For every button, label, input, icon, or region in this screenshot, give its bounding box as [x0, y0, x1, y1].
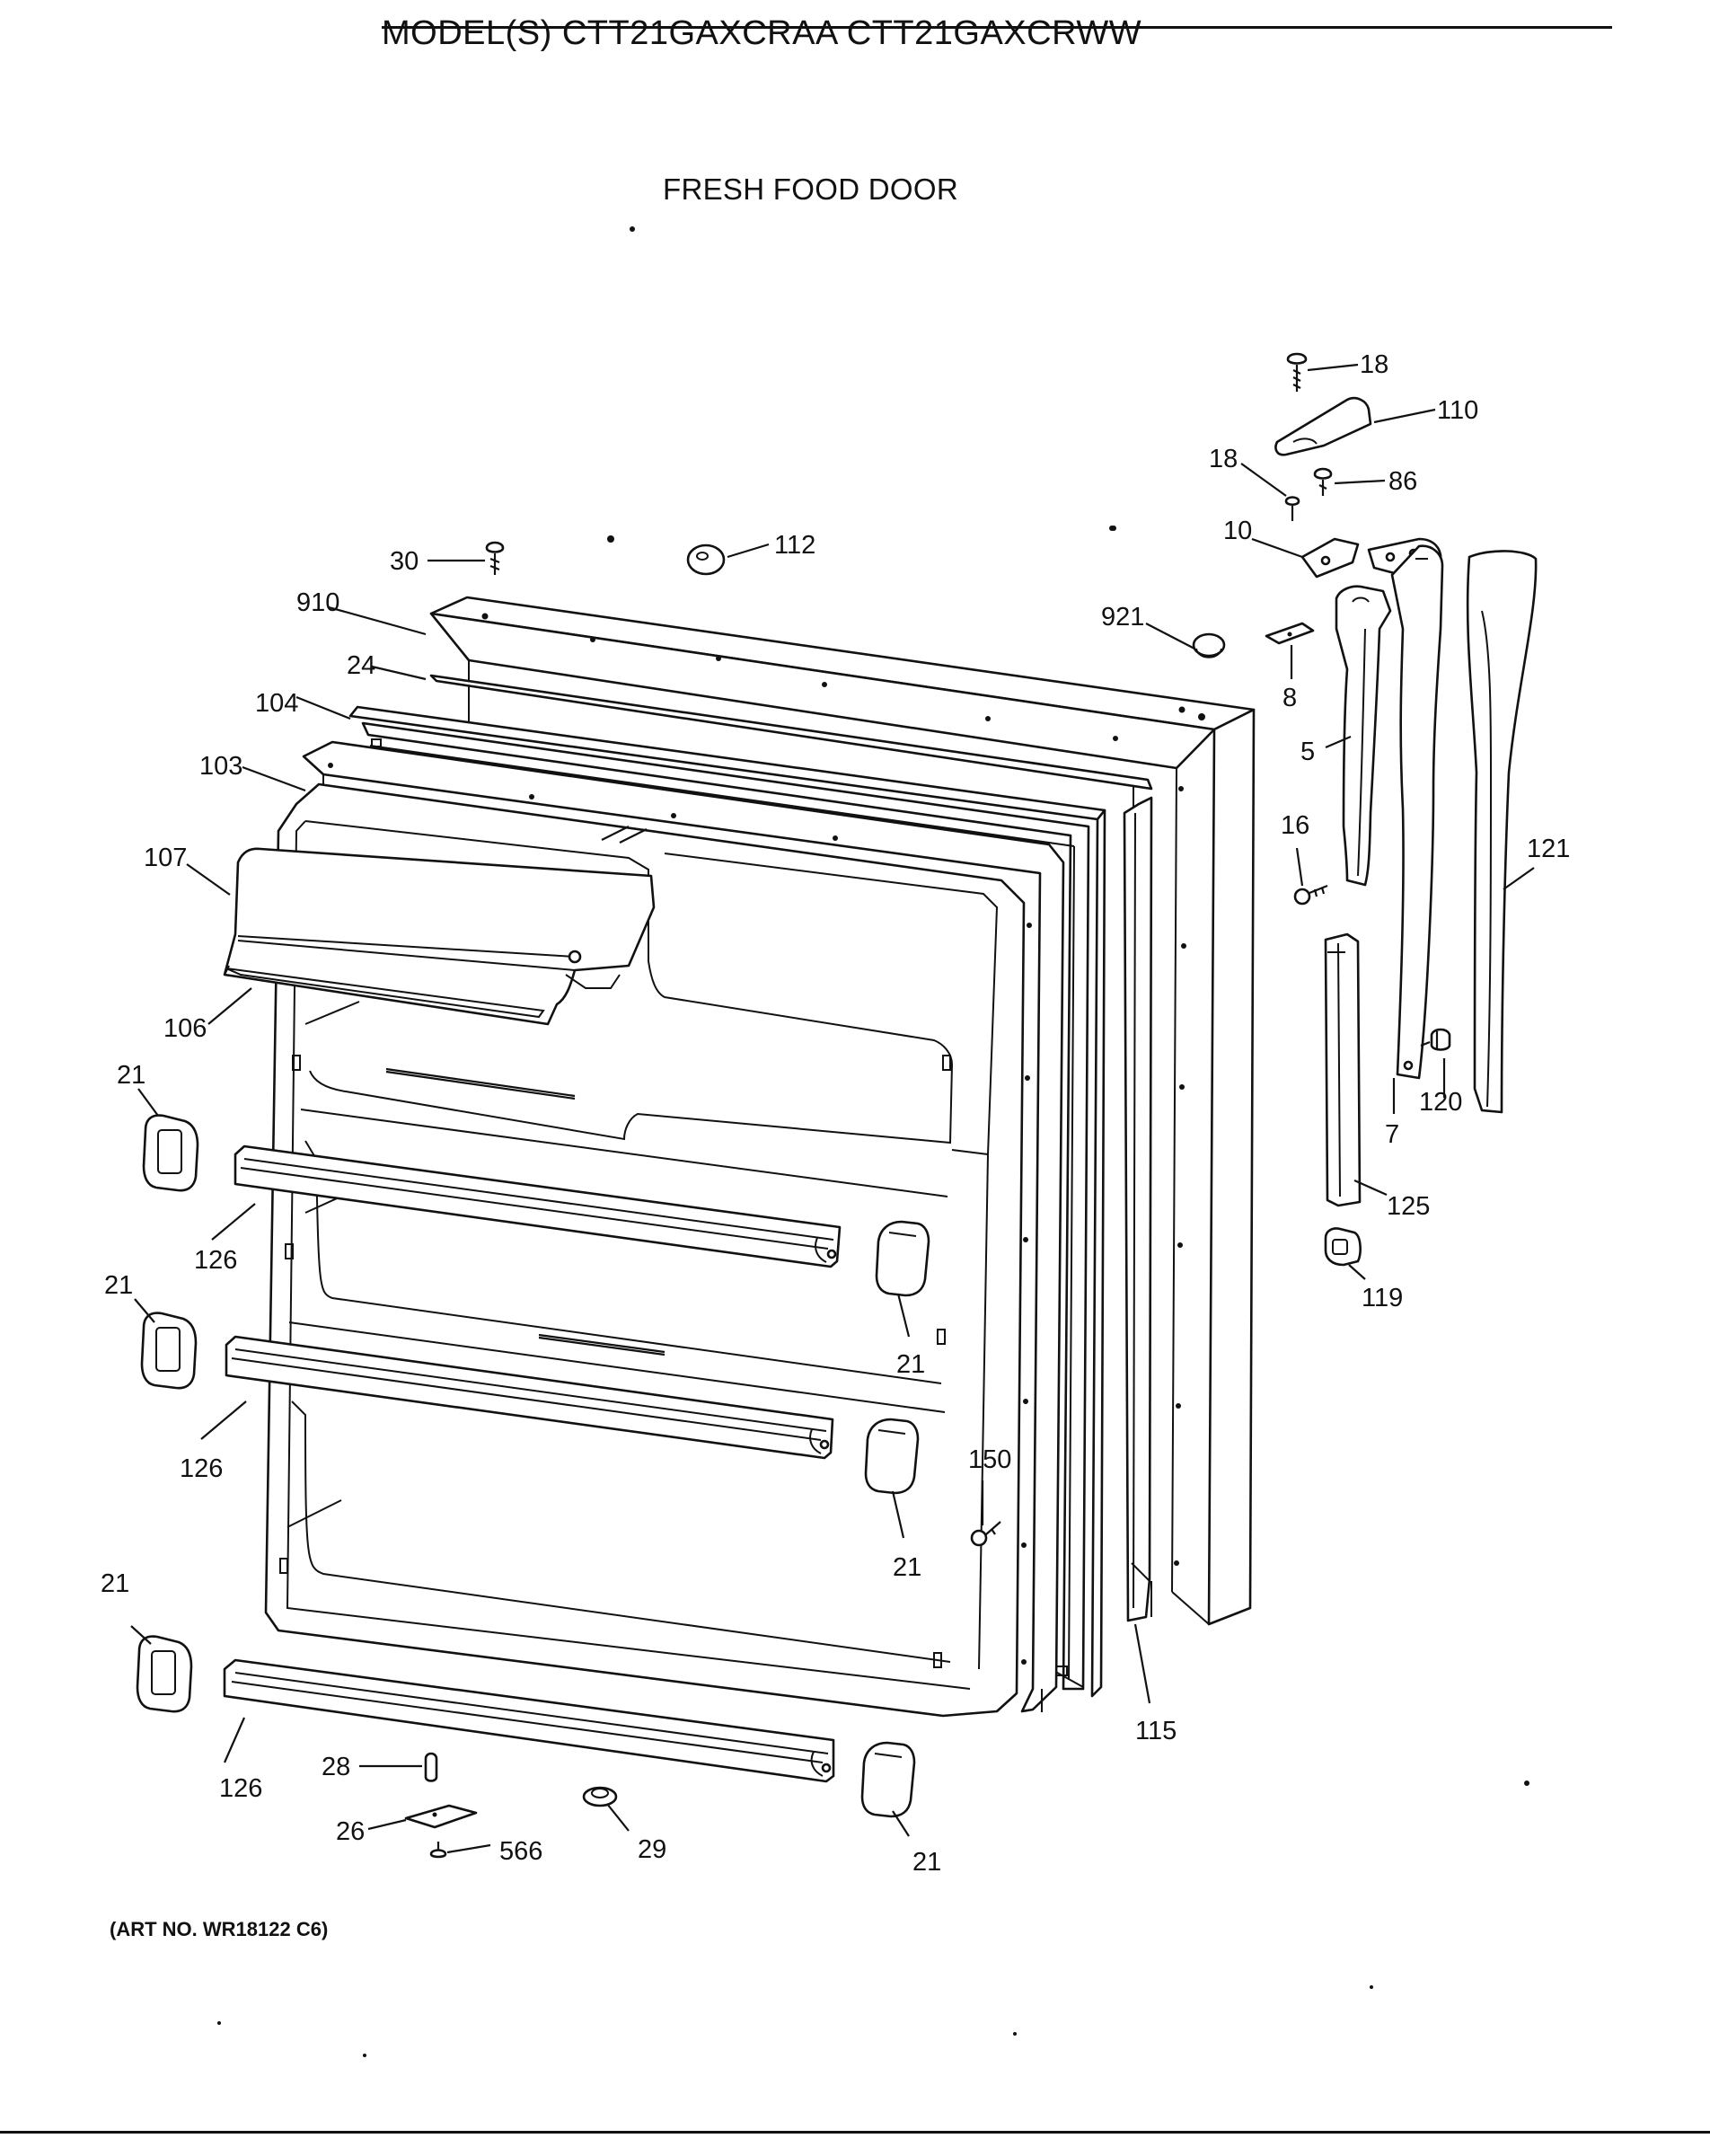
callout-566: 566 [499, 1837, 542, 1866]
shelf-rail-middle [225, 1335, 834, 1460]
door-handle-5 [1335, 585, 1392, 887]
callout-8: 8 [1282, 684, 1297, 712]
callout-125: 125 [1387, 1192, 1430, 1221]
shelf-end-cap-left-1 [142, 1114, 199, 1192]
bottom-rule [0, 2131, 1710, 2134]
callout-5: 5 [1300, 738, 1315, 766]
shelf-end-cap-right-1 [875, 1220, 930, 1297]
callout-7: 7 [1385, 1120, 1399, 1149]
callout-126-middle: 126 [180, 1454, 223, 1483]
stray-specks [217, 226, 1529, 2057]
callout-29: 29 [638, 1835, 666, 1864]
shelf-end-cap-left-3 [136, 1635, 193, 1713]
section-title: FRESH FOOD DOOR [663, 172, 959, 206]
callout-119: 119 [1362, 1284, 1403, 1312]
callout-110: 110 [1437, 396, 1478, 425]
hinge-cap-110 [1274, 396, 1372, 456]
door-liner [264, 782, 1026, 1718]
callout-103: 103 [199, 752, 242, 781]
handle-end-7 [1390, 544, 1444, 1080]
shelf-end-cap-right-3 [860, 1741, 916, 1818]
callout-115: 115 [1135, 1717, 1177, 1745]
hinge-bracket-10 [1300, 537, 1360, 579]
callout-104: 104 [255, 689, 298, 718]
callout-18-top: 18 [1360, 350, 1388, 379]
shelf-rail-lower [223, 1658, 835, 1783]
callout-910: 910 [296, 588, 339, 617]
callout-10: 10 [1223, 517, 1252, 545]
callout-24: 24 [347, 651, 375, 680]
callout-28: 28 [322, 1753, 350, 1781]
screw-120 [1420, 1028, 1451, 1051]
screw-30 [485, 541, 505, 575]
callout-21-left-2: 21 [104, 1271, 133, 1300]
end-cap-119 [1324, 1227, 1362, 1267]
callout-106: 106 [163, 1014, 207, 1043]
top-rule [382, 26, 1612, 29]
callout-21-right-1: 21 [896, 1350, 925, 1379]
screw-18-top [1286, 352, 1308, 392]
callout-21-right-2: 21 [893, 1553, 921, 1582]
callout-126-upper: 126 [194, 1246, 237, 1275]
callout-86: 86 [1388, 467, 1417, 496]
callout-150: 150 [968, 1445, 1011, 1474]
callout-21-left-1: 21 [117, 1061, 145, 1090]
model-heading: MODEL(S) CTT21GAXCRAA CTT21GAXCRWW [382, 14, 1142, 52]
callout-21-right-3: 21 [912, 1848, 941, 1877]
callout-26: 26 [336, 1817, 365, 1846]
pin-28 [424, 1752, 438, 1782]
outer-door-panel [429, 596, 1256, 1626]
plug-921 [1192, 632, 1226, 658]
leader-lines [130, 363, 1535, 1854]
callout-126-lower: 126 [219, 1774, 262, 1803]
bracket-26 [404, 1804, 478, 1829]
screw-150 [970, 1521, 1001, 1547]
handle-trim-121 [1466, 550, 1538, 1114]
screw-18-mid [1284, 496, 1300, 521]
screw-566 [429, 1842, 447, 1859]
callout-921: 921 [1101, 603, 1144, 632]
bumper-29 [582, 1786, 618, 1807]
plug-112 [686, 543, 726, 576]
panel-holes [481, 526, 1205, 1566]
door-liner-frame [302, 740, 1065, 1713]
shelf-end-cap-right-2 [864, 1418, 920, 1495]
callout-18-mid: 18 [1209, 445, 1238, 473]
foam-strip [429, 674, 1153, 791]
gasket-strip [1123, 796, 1153, 1622]
screw-86 [1313, 467, 1333, 496]
screw-16 [1293, 884, 1328, 906]
callout-16: 16 [1281, 811, 1309, 840]
callout-121: 121 [1527, 835, 1570, 863]
callout-21-left-3: 21 [101, 1569, 129, 1598]
dairy-compartment-door [223, 847, 656, 1026]
art-number: (ART NO. WR18122 C6) [110, 1918, 329, 1940]
handle-insert-125 [1324, 932, 1362, 1207]
hinge-shim-8 [1265, 622, 1315, 645]
callout-labels: 18 110 18 86 10 30 112 910 921 8 24 104 … [101, 350, 1570, 1877]
shelf-end-cap-left-2 [140, 1312, 198, 1390]
door-gasket [348, 705, 1106, 1698]
callout-120: 120 [1419, 1088, 1462, 1117]
shelf-rail-upper [234, 1144, 842, 1268]
callout-30: 30 [390, 547, 419, 576]
callout-112: 112 [774, 531, 815, 560]
callout-107: 107 [144, 844, 187, 872]
